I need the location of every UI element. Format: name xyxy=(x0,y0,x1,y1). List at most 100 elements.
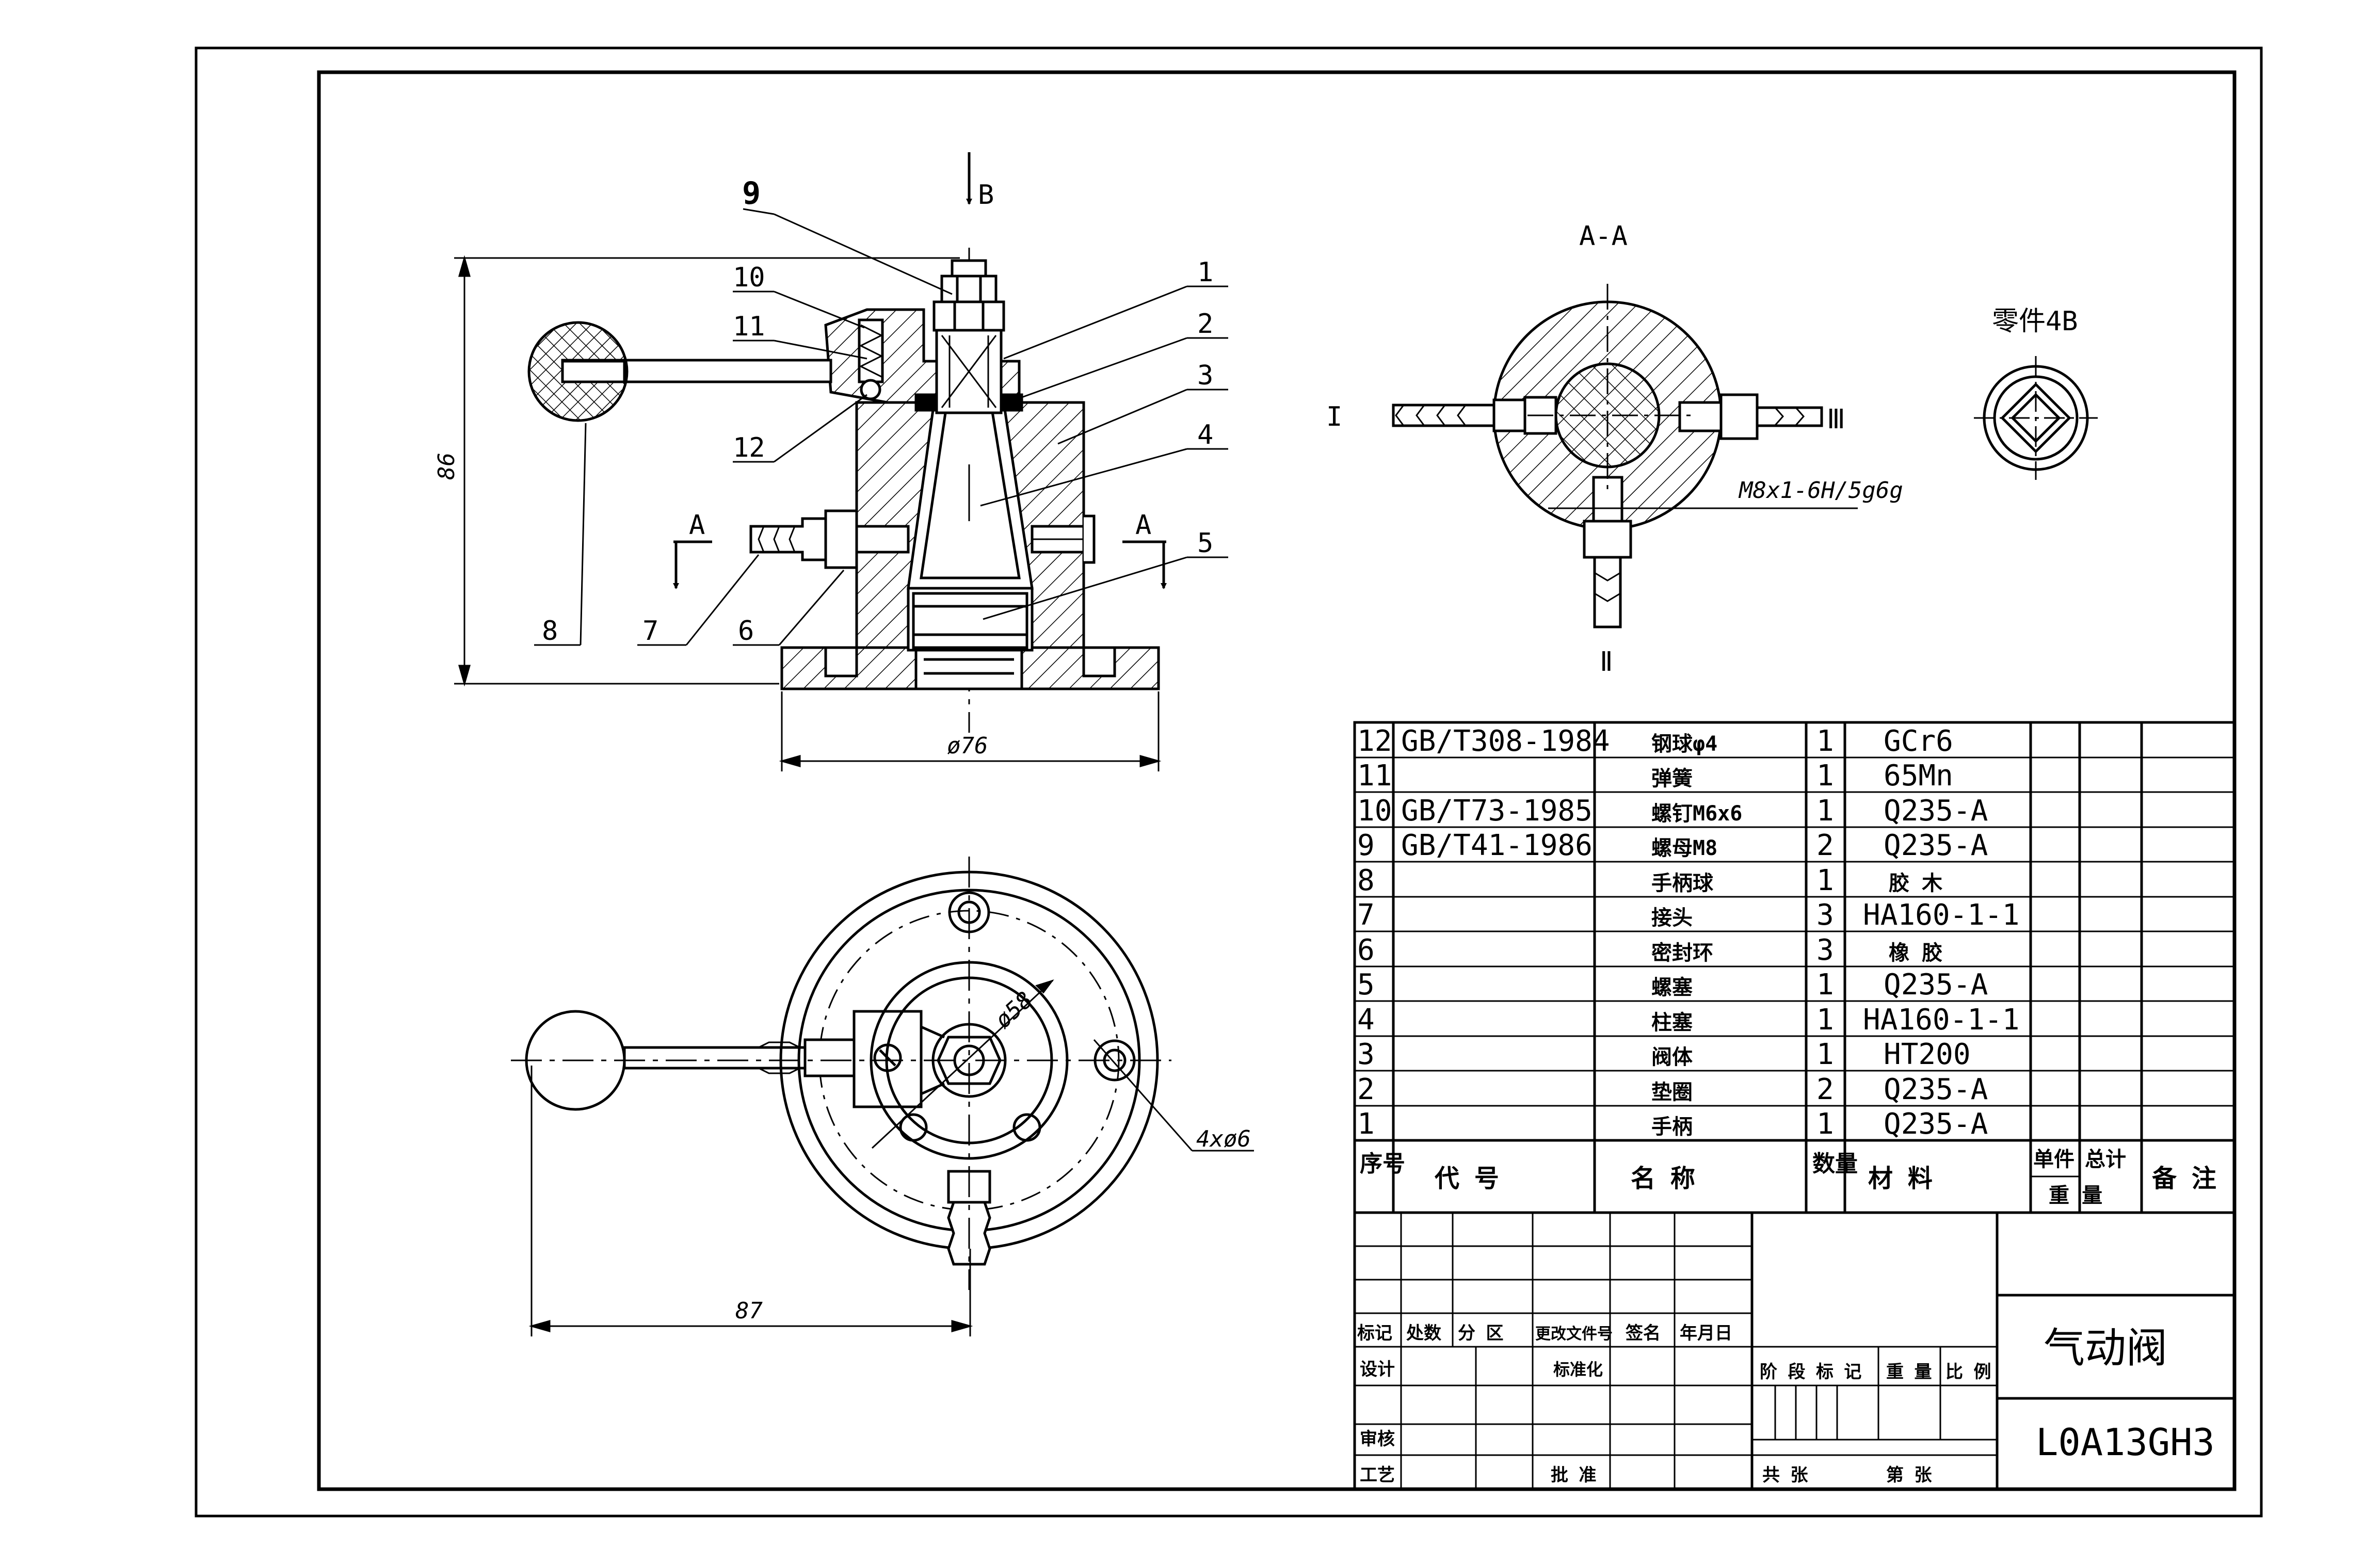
bom-no: 2 xyxy=(1357,1073,1375,1106)
bom-no: 4 xyxy=(1357,1003,1375,1037)
section-a-a-label: A-A xyxy=(1579,221,1628,252)
bom-row: 3 阀体 1 HT200 xyxy=(1357,1038,1971,1071)
bom-row: 10 GB/T73-1985 螺钉M6x6 1 Q235-A xyxy=(1357,794,1988,828)
bom-name: 垫圈 xyxy=(1651,1081,1693,1104)
top-view xyxy=(511,857,1254,1290)
tb-zone: 分 区 xyxy=(1458,1323,1503,1344)
balloon-12: 12 xyxy=(733,432,765,463)
tb-sheet-no: 第 张 xyxy=(1886,1465,1932,1486)
bom-qty: 1 xyxy=(1816,1038,1834,1071)
bom-material: 65Mn xyxy=(1884,759,1953,793)
bom-header-material: 材 料 xyxy=(1868,1164,1933,1193)
title-block xyxy=(1353,1211,2236,1491)
balloon-4: 4 xyxy=(1197,420,1213,450)
bom-row: 6 密封环 3 橡 胶 xyxy=(1357,933,1942,967)
bom-name: 手柄 xyxy=(1651,1115,1693,1139)
tb-scale: 比 例 xyxy=(1945,1362,1991,1382)
bom-material: HA160-1-1 xyxy=(1863,1003,2019,1037)
bom-qty: 3 xyxy=(1816,898,1834,932)
bom-qty: 3 xyxy=(1816,933,1834,967)
bom-row: 9 GB/T41-1986 螺母M8 2 Q235-A xyxy=(1357,829,1988,862)
bom-header-unit: 单件 xyxy=(2033,1148,2075,1171)
bom-row: 1 手柄 1 Q235-A xyxy=(1357,1107,1988,1141)
front-section-view: B xyxy=(527,152,1160,733)
bom-name: 螺钉M6x6 xyxy=(1651,802,1742,826)
thread-note: M8x1-6H/5g6g xyxy=(1738,477,1903,504)
bom-code: GB/T41-1986 xyxy=(1401,829,1593,862)
bom-material: Q235-A xyxy=(1884,1073,1988,1106)
tb-sign: 签名 xyxy=(1626,1323,1661,1344)
drawing-number: L0A13GH3 xyxy=(2036,1421,2215,1464)
bom-header-code: 代 号 xyxy=(1434,1164,1499,1193)
bom-name: 柱塞 xyxy=(1651,1011,1693,1035)
tb-standardize: 标准化 xyxy=(1553,1360,1603,1379)
bom-qty: 2 xyxy=(1816,829,1834,862)
bom-row: 4 柱塞 1 HA160-1-1 xyxy=(1357,1003,2019,1037)
bom-name: 阀体 xyxy=(1651,1045,1693,1069)
dim-holes-text: 4xø6 xyxy=(1196,1126,1251,1152)
bom-header-remark: 备 注 xyxy=(2152,1164,2216,1193)
bom-material: Q235-A xyxy=(1884,968,1988,1002)
bom-material: Q235-A xyxy=(1884,794,1988,828)
bom-name: 钢球φ4 xyxy=(1651,732,1717,756)
title-block-text: 标记 处数 分 区 更改文件号 签名 年月日 设计 标准化 审核 工艺 批 准 … xyxy=(1357,1323,2215,1486)
bom-material: HT200 xyxy=(1884,1038,1971,1071)
bom-name: 螺母M8 xyxy=(1651,836,1717,860)
bom-header-name: 名 称 xyxy=(1631,1164,1695,1193)
bom-qty: 1 xyxy=(1816,759,1834,793)
balloon-11: 11 xyxy=(733,311,765,342)
view-b-label: B xyxy=(978,180,994,211)
tb-design: 设计 xyxy=(1360,1359,1395,1380)
bom-no: 10 xyxy=(1357,794,1392,828)
bom-row: 2 垫圈 2 Q235-A xyxy=(1357,1073,1988,1106)
dimension-handle: 87 xyxy=(528,1066,973,1336)
bom-name: 弹簧 xyxy=(1651,767,1693,791)
tb-process: 工艺 xyxy=(1360,1465,1395,1486)
bom-name: 密封环 xyxy=(1651,941,1713,965)
bom-material: GCr6 xyxy=(1884,724,1953,758)
dim-handle-text: 87 xyxy=(735,1298,763,1324)
bom-rows: 12 GB/T308-1984 钢球φ4 1 GCr6 11 弹簧 1 65Mn… xyxy=(1357,724,2019,1141)
bom-header-qty: 数量 xyxy=(1812,1151,1858,1177)
balloon-1: 1 xyxy=(1197,257,1213,288)
port-i-label: I xyxy=(1326,401,1342,432)
bom-no: 7 xyxy=(1357,898,1375,932)
bom-header-no: 序号 xyxy=(1360,1151,1405,1177)
tb-date: 年月日 xyxy=(1680,1323,1732,1344)
part-balloons: 9 10 11 12 8 7 6 1 2 3 xyxy=(534,175,1228,647)
tb-approve: 批 准 xyxy=(1551,1465,1596,1486)
bom-header: 序号 代 号 名 称 数量 材 料 单件 总计 重 量 备 注 xyxy=(1360,1148,2216,1207)
dim-base-diameter-text: ø76 xyxy=(947,733,988,759)
outer-frame xyxy=(195,46,2263,1518)
bom-no: 6 xyxy=(1357,933,1375,967)
balloon-9: 9 xyxy=(742,175,761,212)
balloon-3: 3 xyxy=(1197,360,1213,391)
bom-qty: 1 xyxy=(1816,1003,1834,1037)
bom-row: 8 手柄球 1 胶 木 xyxy=(1357,864,1942,897)
bom-qty: 1 xyxy=(1816,864,1834,897)
bom-code: GB/T308-1984 xyxy=(1401,724,1610,758)
bom-no: 12 xyxy=(1357,724,1392,758)
section-cut-left-label: A xyxy=(689,510,705,541)
bom-no: 11 xyxy=(1357,759,1392,793)
bom-name: 手柄球 xyxy=(1651,872,1714,895)
bom-material: Q235-A xyxy=(1884,1107,1988,1141)
bom-qty: 1 xyxy=(1816,724,1834,758)
dim-bolt-circle-text: ø58 xyxy=(990,987,1038,1034)
bom-row: 11 弹簧 1 65Mn xyxy=(1357,759,1953,793)
balloon-2: 2 xyxy=(1197,309,1213,340)
bom-material: Q235-A xyxy=(1884,829,1988,862)
part-4b-label: 零件4B xyxy=(1992,306,2078,337)
bom-header-weight: 重 量 xyxy=(2049,1184,2102,1207)
bom-qty: 1 xyxy=(1816,968,1834,1002)
bom-material: 胶 木 xyxy=(1889,872,1942,895)
dimension-height: 86 xyxy=(433,255,960,687)
port-iii-label: Ⅲ xyxy=(1827,404,1845,435)
balloon-7: 7 xyxy=(642,616,658,647)
tb-stage-mark: 阶 段 标 记 xyxy=(1760,1362,1861,1382)
port-ii-label: Ⅱ xyxy=(1600,647,1613,678)
tb-count: 处数 xyxy=(1406,1323,1441,1344)
bom-name: 接头 xyxy=(1651,906,1693,930)
bom-row: 7 接头 3 HA160-1-1 xyxy=(1357,898,2019,932)
